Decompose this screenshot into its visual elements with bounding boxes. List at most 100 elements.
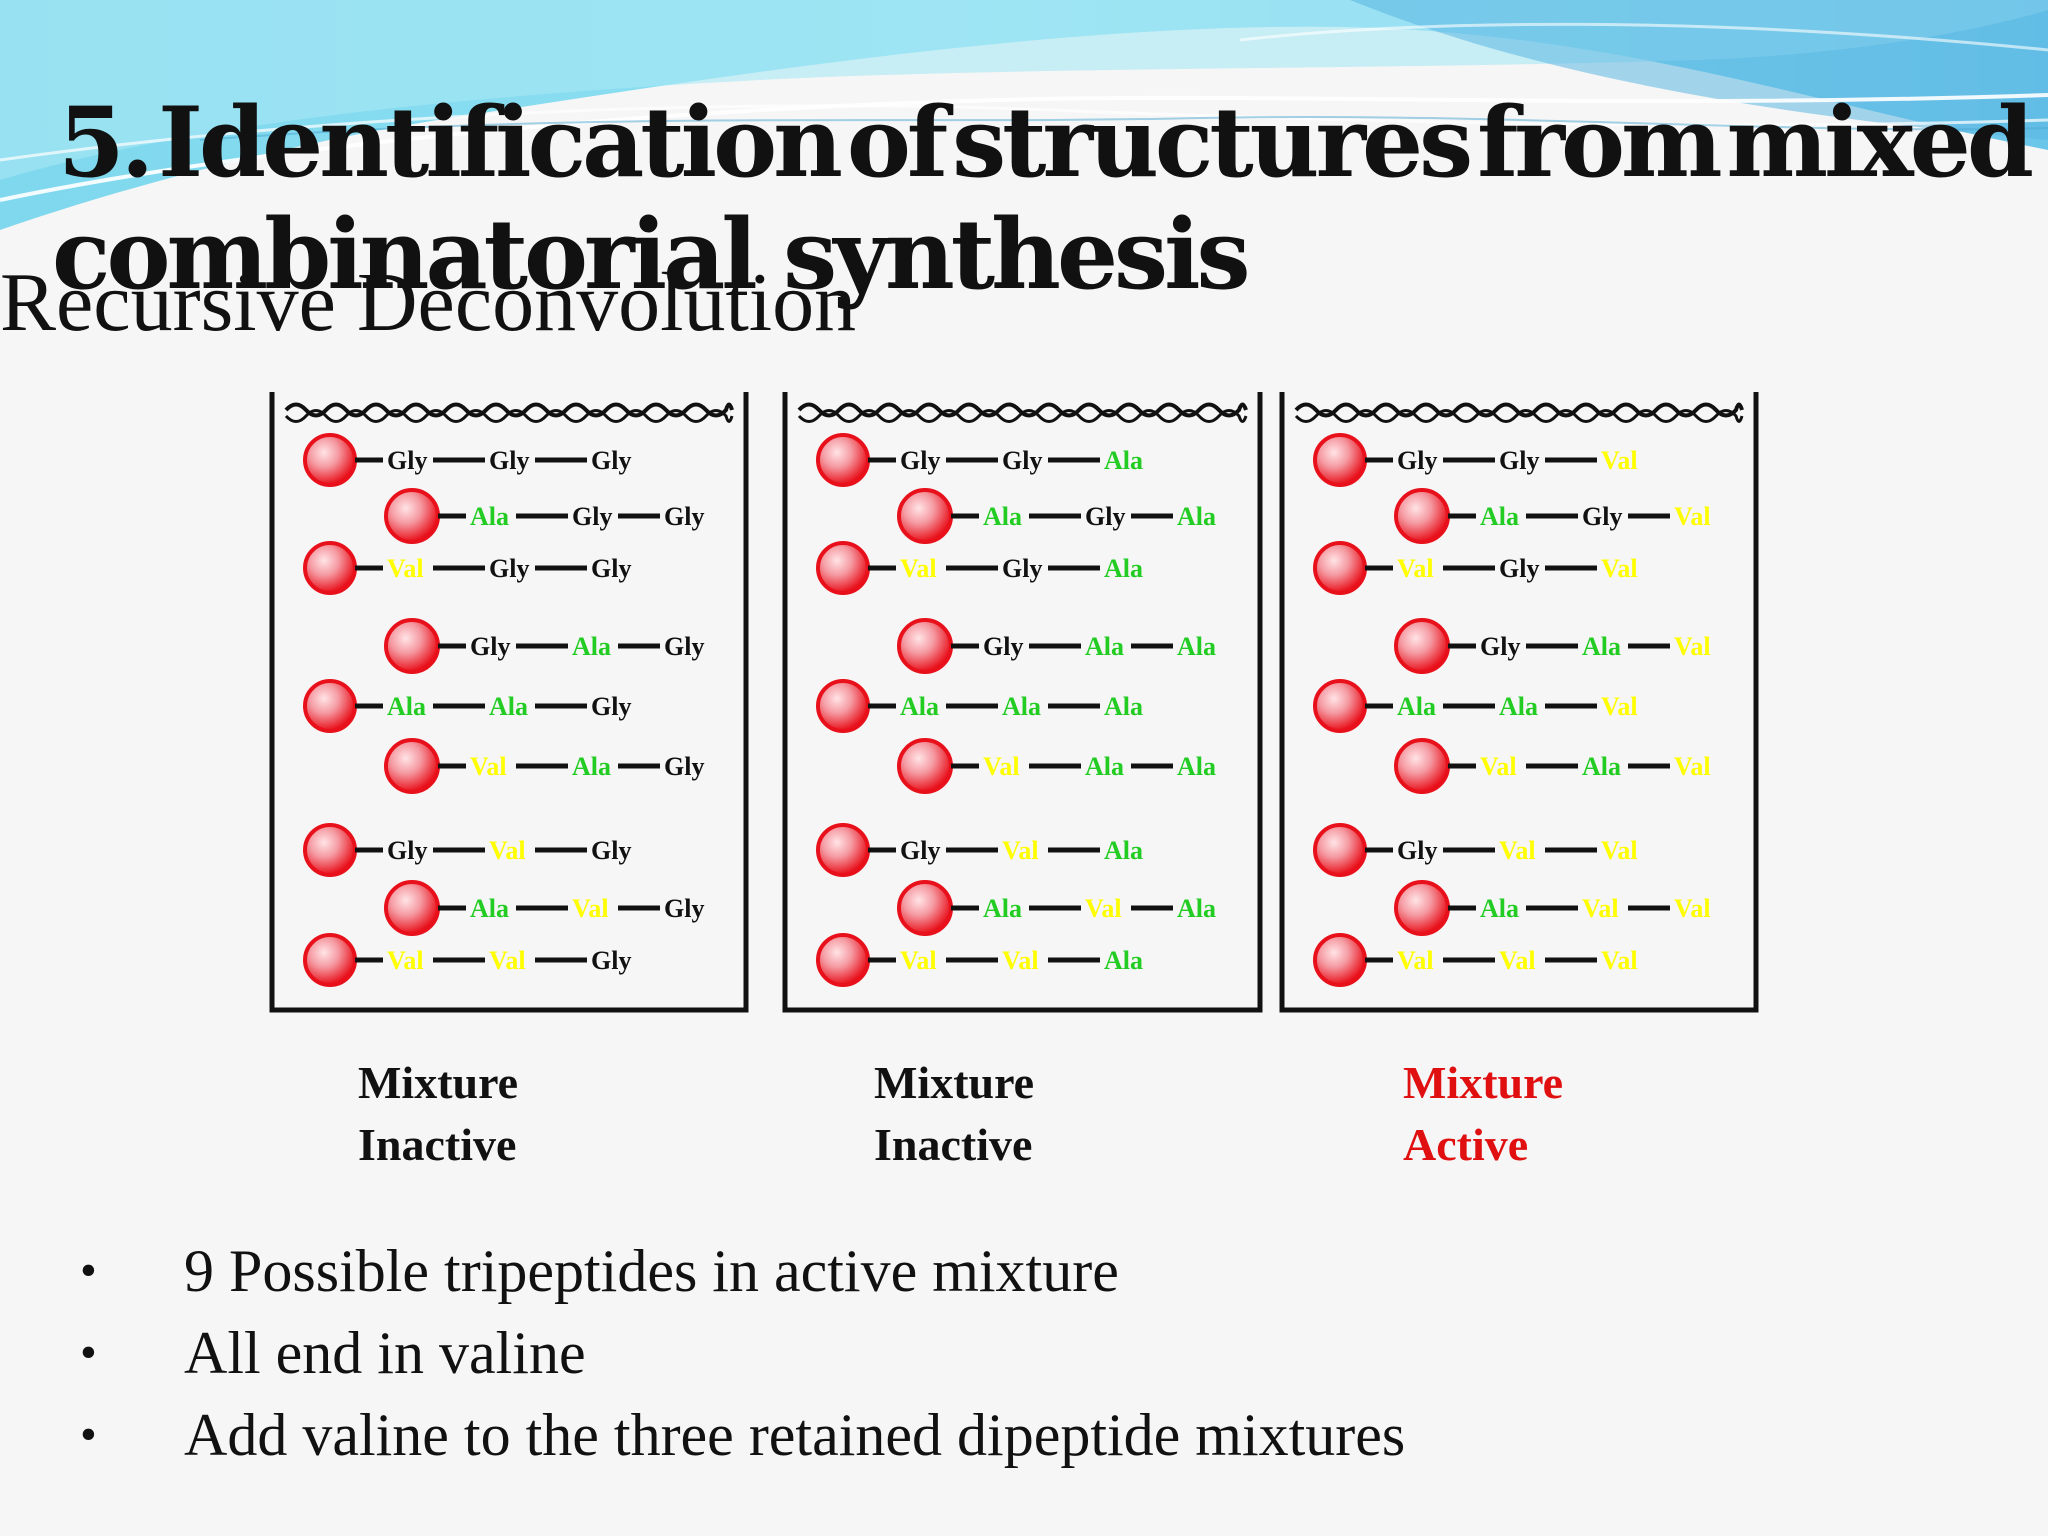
resin-bead: [816, 823, 870, 877]
amino-acid-label: Val: [387, 554, 424, 583]
amino-acid-label: Ala: [1480, 894, 1519, 923]
slide-title-line1: 5. Identification of structures from mix…: [58, 86, 2034, 199]
resin-bead: [384, 488, 440, 544]
bullet-item: •9 Possible tripeptides in active mixtur…: [72, 1230, 1405, 1312]
amino-acid-label: Gly: [664, 894, 704, 923]
resin-bead: [303, 823, 357, 877]
amino-acid-label: Val: [900, 554, 937, 583]
title-word: from: [1477, 86, 1722, 199]
amino-acid-label: Ala: [1104, 554, 1143, 583]
amino-acid-label: Val: [1601, 446, 1638, 475]
bullet-list: • 9 Possible tripeptides in active mixtur…: [72, 1230, 1405, 1476]
amino-acid-label: Gly: [591, 836, 631, 865]
amino-acid-label: Ala: [1104, 836, 1143, 865]
peptide-row: Val Val Ala: [816, 933, 1143, 987]
title-word: 5.: [58, 86, 154, 199]
amino-acid-label: Val: [489, 836, 526, 865]
amino-acid-label: Val: [1674, 632, 1711, 661]
amino-acid-label: Val: [1674, 502, 1711, 531]
amino-acid-label: Gly: [489, 446, 529, 475]
amino-acid-label: Gly: [591, 692, 631, 721]
amino-acid-label: Ala: [1104, 946, 1143, 975]
amino-acid-label: Ala: [1002, 692, 1041, 721]
amino-acid-label: Gly: [591, 554, 631, 583]
amino-acid-label: Gly: [387, 836, 427, 865]
bullet-item: • All end in valine: [72, 1312, 1405, 1394]
amino-acid-label: Val: [983, 752, 1020, 781]
resin-bead: [384, 880, 440, 936]
solvent-wave: [284, 402, 734, 418]
mixture-1-status: Inactive: [358, 1119, 517, 1170]
amino-acid-label: Val: [1674, 752, 1711, 781]
amino-acid-label: Ala: [1480, 502, 1519, 531]
mixture-3-label: Mixture: [1403, 1057, 1564, 1108]
mixture-2-label: Mixture: [874, 1057, 1035, 1108]
amino-acid-label: Gly: [572, 502, 612, 531]
mixture-2-status: Inactive: [874, 1119, 1033, 1170]
resin-bead: [384, 738, 440, 794]
amino-acid-label: Ala: [1104, 692, 1143, 721]
amino-acid-label: Ala: [1104, 446, 1143, 475]
amino-acid-label: Ala: [572, 752, 611, 781]
resin-bead: [1394, 880, 1450, 936]
amino-acid-label: Gly: [983, 632, 1023, 661]
amino-acid-label: Val: [1397, 946, 1434, 975]
mixture-1-label: Mixture: [358, 1057, 519, 1108]
title-word: structures: [952, 86, 1473, 199]
amino-acid-label: Val: [1480, 752, 1517, 781]
amino-acid-label: Ala: [489, 692, 528, 721]
amino-acid-label: Val: [1085, 894, 1122, 923]
mixture-3-status: Active: [1403, 1119, 1529, 1170]
resin-bead: [816, 933, 870, 987]
amino-acid-label: Ala: [1085, 632, 1124, 661]
amino-acid-label: Gly: [664, 502, 704, 531]
amino-acid-label: Ala: [572, 632, 611, 661]
amino-acid-label: Val: [1499, 946, 1536, 975]
amino-acid-label: Ala: [1582, 632, 1621, 661]
bullet-marker: •: [80, 1408, 97, 1461]
amino-acid-label: Gly: [387, 446, 427, 475]
title-word: mixed: [1726, 86, 2033, 199]
amino-acid-label: Gly: [1002, 446, 1042, 475]
bullet-marker: •: [80, 1326, 97, 1379]
solvent-wave: [1294, 409, 1744, 423]
bullet-text: All end in valine: [184, 1320, 586, 1386]
resin-bead: [1394, 618, 1450, 674]
amino-acid-label: Val: [489, 946, 526, 975]
slide-subtitle: Recursive Deconvolution: [0, 256, 857, 349]
amino-acid-label: Gly: [900, 446, 940, 475]
amino-acid-label: Val: [572, 894, 609, 923]
resin-bead: [1313, 541, 1367, 595]
resin-bead: [897, 618, 953, 674]
amino-acid-label: Val: [1582, 894, 1619, 923]
amino-acid-label: Val: [1002, 836, 1039, 865]
amino-acid-label: Gly: [1499, 446, 1539, 475]
amino-acid-label: Ala: [1177, 632, 1216, 661]
amino-acid-label: Val: [1002, 946, 1039, 975]
amino-acid-label: Gly: [1397, 836, 1437, 865]
bullet-text: Add valine to the three retained dipepti…: [184, 1402, 1406, 1468]
amino-acid-label: Ala: [470, 894, 509, 923]
amino-acid-label: Gly: [664, 632, 704, 661]
amino-acid-label: Val: [470, 752, 507, 781]
amino-acid-label: Gly: [591, 446, 631, 475]
resin-bead: [303, 541, 357, 595]
amino-acid-label: Ala: [983, 502, 1022, 531]
vessel-outline: [269, 392, 749, 1013]
bullet-text: 9 Possible tripeptides in active mixture: [184, 1238, 1119, 1304]
amino-acid-label: Val: [900, 946, 937, 975]
amino-acid-label: Gly: [1499, 554, 1539, 583]
resin-bead: [1394, 738, 1450, 794]
